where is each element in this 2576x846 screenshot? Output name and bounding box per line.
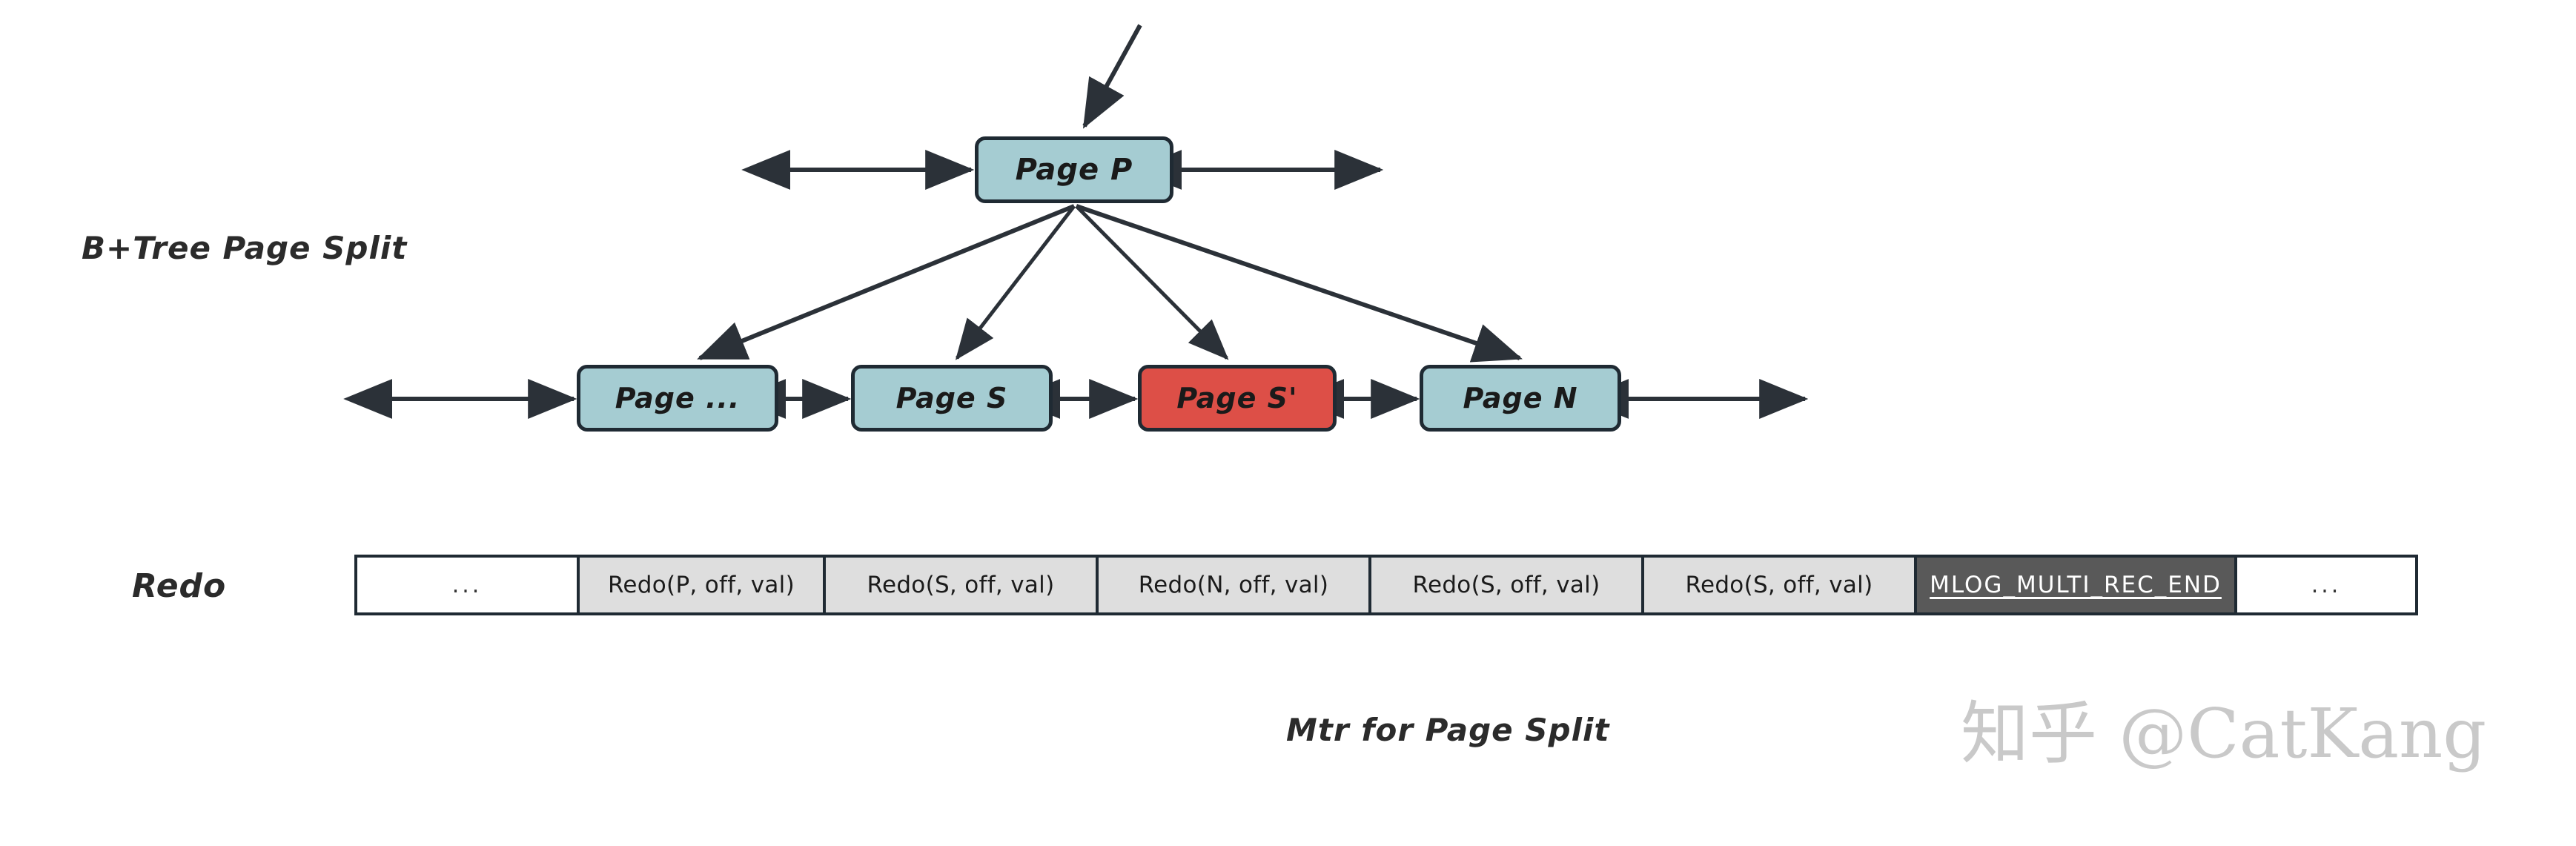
node-page-p[interactable]: Page P	[975, 136, 1173, 203]
node-page-s-prime[interactable]: Page S'	[1138, 365, 1337, 432]
arrow-p-to-page-n	[1076, 204, 1523, 363]
arrow-p-to-page-ellipsis	[697, 204, 1076, 360]
redo-cell-redo-s-3: Redo(S, off, val)	[1644, 558, 1917, 612]
redo-cell-redo-p: Redo(P, off, val)	[580, 558, 826, 612]
node-page-n[interactable]: Page N	[1420, 365, 1621, 432]
redo-cell-trailing-ellipsis: ...	[2237, 558, 2415, 612]
caption-mtr-for-page-split: Mtr for Page Split	[1286, 712, 1610, 748]
redo-log-strip: ... Redo(P, off, val) Redo(S, off, val) …	[354, 555, 2418, 615]
section-label-btree-page-split: B+Tree Page Split	[82, 230, 408, 266]
redo-cell-leading-ellipsis: ...	[357, 558, 580, 612]
redo-label: Redo	[132, 567, 227, 605]
redo-cell-redo-s-1: Redo(S, off, val)	[826, 558, 1099, 612]
watermark-zhihu-catkang: 知乎 @CatKang	[1961, 694, 2487, 773]
node-page-ellipsis[interactable]: Page ...	[577, 365, 778, 432]
node-page-s[interactable]: Page S	[851, 365, 1053, 432]
redo-cell-mlog-multi-rec-end: MLOG_MULTI_REC_END	[1917, 558, 2237, 612]
redo-cell-redo-s-2: Redo(S, off, val)	[1371, 558, 1644, 612]
redo-cell-redo-n: Redo(N, off, val)	[1099, 558, 1371, 612]
arrow-p-to-page-s-prime	[1075, 205, 1229, 360]
arrow-into-page-p	[1082, 24, 1142, 129]
arrow-p-to-page-s	[955, 205, 1076, 360]
